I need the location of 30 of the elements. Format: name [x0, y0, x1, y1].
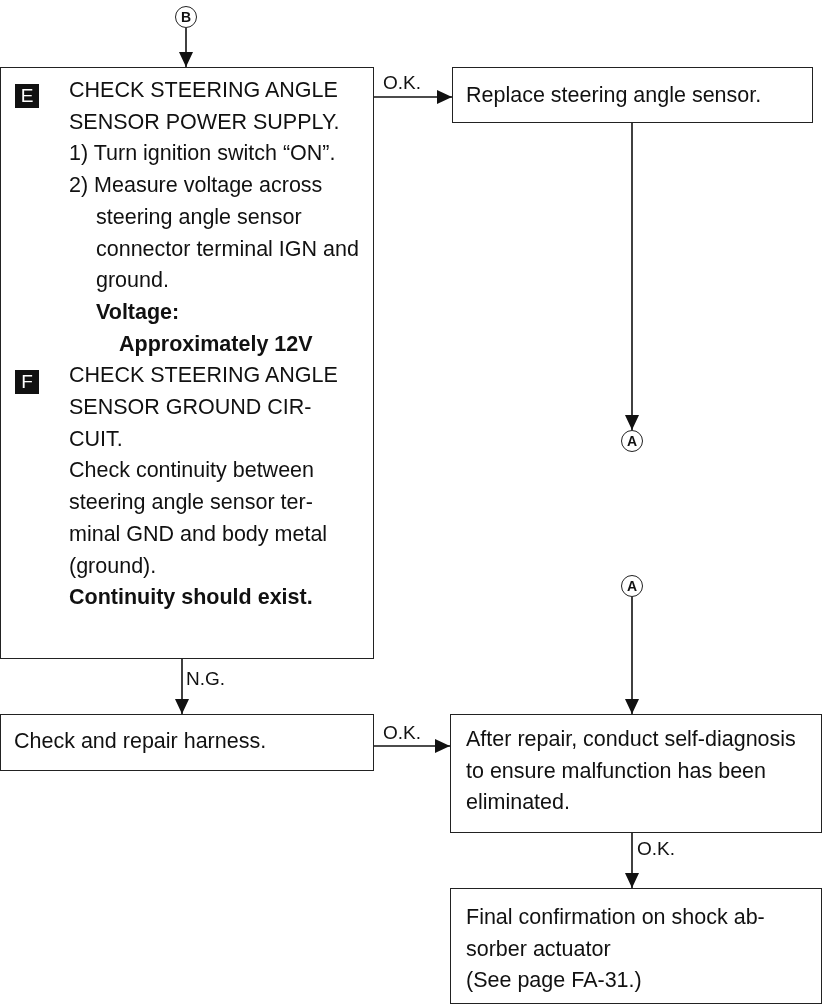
process-box — [450, 888, 822, 1004]
arrow — [373, 90, 453, 104]
step-text: After repair, conduct self-diagnosis to ensure malfunction has been eliminated. — [466, 726, 797, 817]
process-box — [0, 67, 374, 659]
step-letter-badge: F — [15, 370, 39, 394]
step-text: CHECK STEERING ANGLE SENSOR GROUND CIR-CUIT. — [69, 362, 339, 453]
connector-circle: A — [621, 430, 643, 452]
step-text: Continuity should exist. — [69, 584, 314, 612]
connector-circle: B — [175, 6, 197, 28]
arrow — [175, 658, 189, 715]
step-text: (See page FA-31.) — [466, 967, 643, 995]
arrow — [373, 739, 451, 753]
arrow — [625, 596, 639, 715]
step-text: Replace steering angle sensor. — [466, 82, 763, 109]
step-text: Final confirmation on shock ab-sorber actuator — [466, 904, 766, 963]
arrow — [179, 27, 193, 68]
arrow — [625, 122, 639, 431]
step-letter-badge: E — [15, 84, 39, 108]
step-text: Check and repair harness. — [14, 728, 268, 755]
step-text: Voltage: — [96, 298, 181, 326]
step-text: 2) Measure voltage across steering angle sensor connector terminal IGN and ground. — [69, 172, 360, 295]
step-text: CHECK STEERING ANGLE SENSOR POWER SUPPLY. — [69, 77, 341, 136]
process-box — [452, 67, 813, 123]
arrow — [625, 832, 639, 889]
process-box — [0, 714, 374, 771]
step-text: Check continuity between steering angle sensor ter-minal GND and body metal (ground). — [69, 457, 329, 580]
process-box — [450, 714, 822, 833]
connector-circle: A — [621, 575, 643, 597]
step-text: 1) Turn ignition switch “ON”. — [69, 140, 337, 168]
step-text: Approximately 12V — [119, 330, 314, 358]
